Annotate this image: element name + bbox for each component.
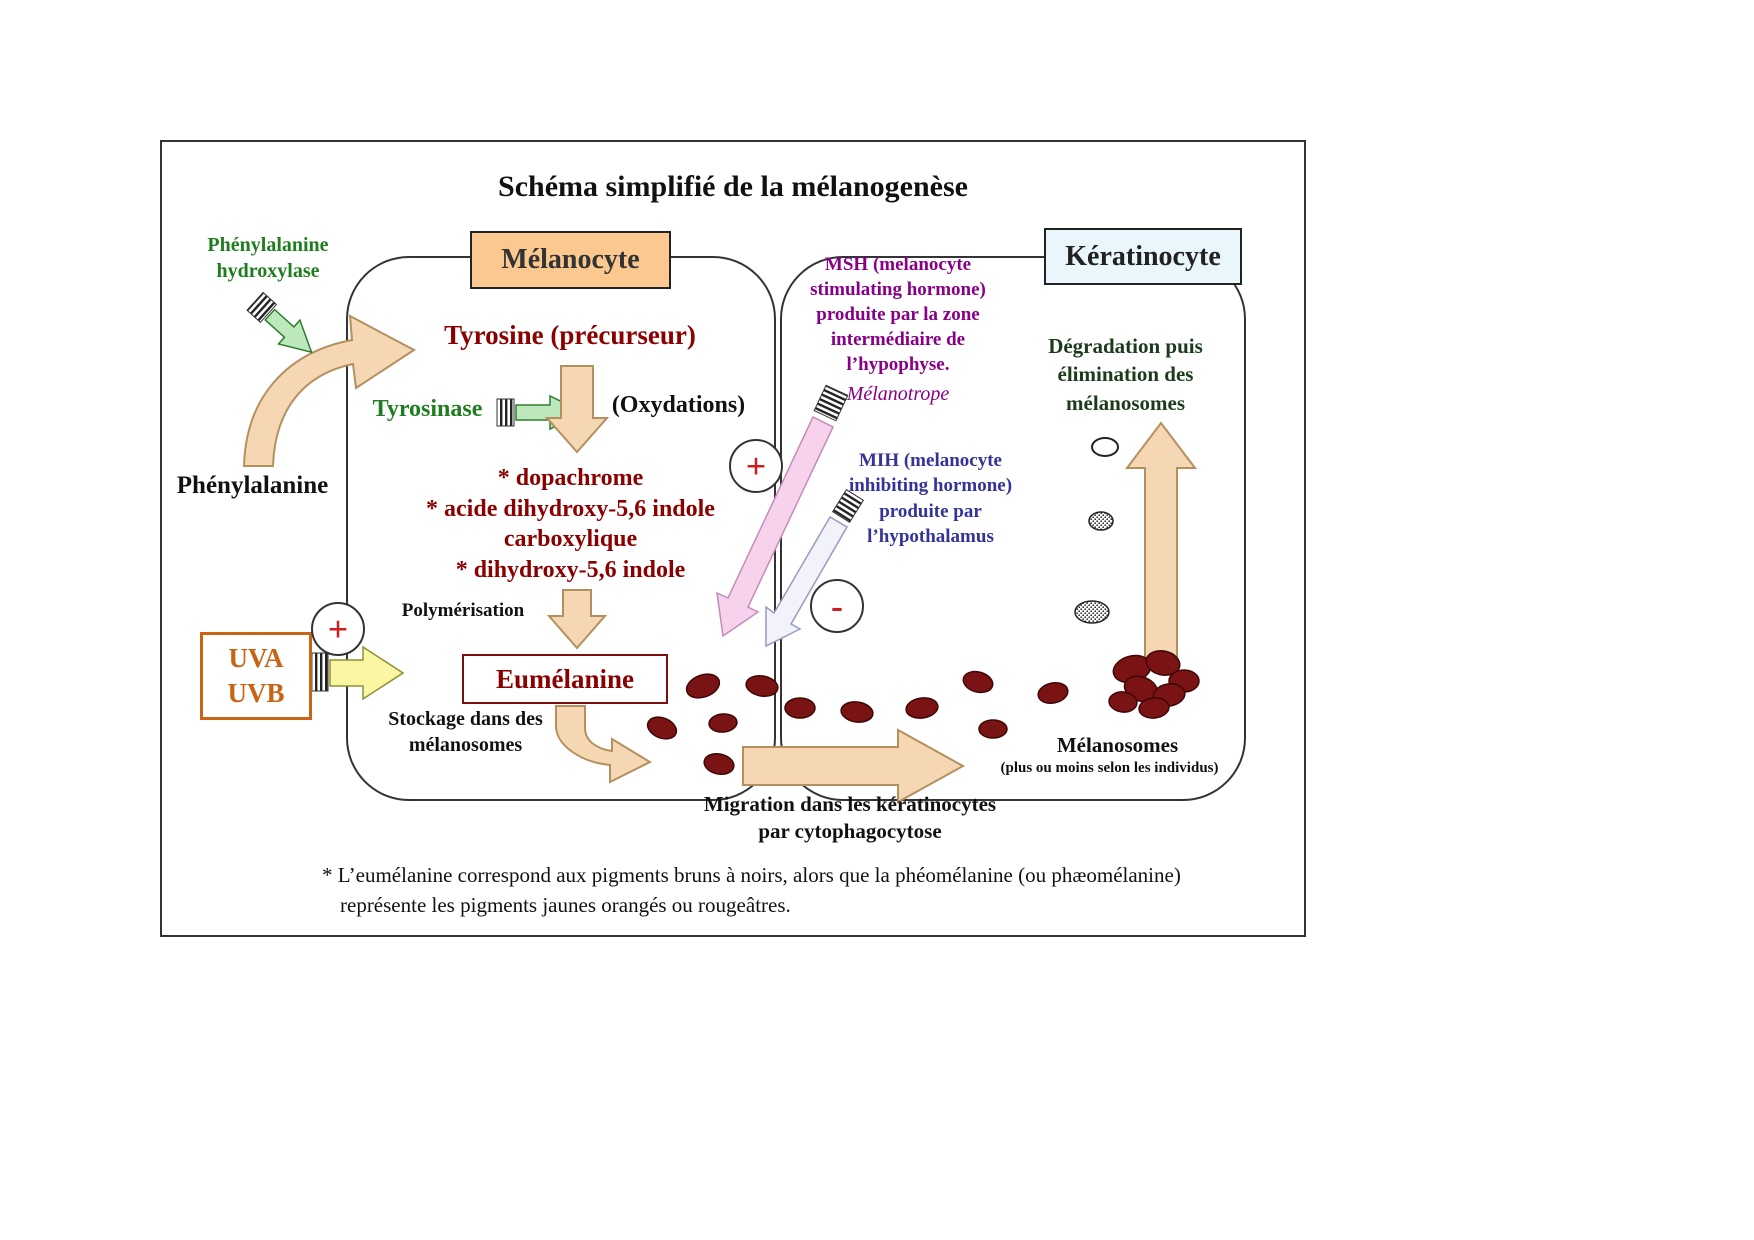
eumelanine-box: Eumélanine [462, 654, 668, 704]
uv-arrow [310, 645, 405, 701]
msh-arrow [716, 384, 849, 638]
diagram-title: Schéma simplifié de la mélanogenèse [498, 170, 968, 203]
msh-source-label: Mélanotrope [846, 383, 950, 405]
footnote-line2: représente les pigments jaunes orangés o… [340, 893, 791, 917]
uv-plus-sign: + [311, 602, 365, 656]
phenylalanine-hydroxylase-label: Phénylalanine hydroxylase [207, 234, 329, 282]
mih-arrow [765, 488, 865, 648]
degraded-melanosome-icons [1074, 437, 1119, 624]
melanosomes-note: (plus ou moins selon les individus) [1000, 760, 1219, 776]
polymerisation-down-arrow [546, 589, 608, 650]
melanosome-blobs [646, 670, 1069, 776]
uv-box: UVA UVB [200, 632, 312, 720]
oxydation-down-arrow [544, 365, 610, 454]
polymerisation-label: Polymérisation [401, 600, 525, 621]
migration-label: Migration dans les kératinocytes par cyt… [703, 792, 997, 843]
mih-label: MIH (melanocyte inhibiting hormone) prod… [848, 450, 1013, 547]
degradation-up-arrow [1124, 421, 1198, 659]
stockage-label: Stockage dans des mélanosomes [388, 708, 543, 756]
phenylalanine-hydroxylase-arrow [246, 291, 313, 354]
oxydations-label: (Oxydations) [611, 392, 746, 418]
melanosomes-label: Mélanosomes [1056, 733, 1179, 757]
mih-minus-sign: - [810, 579, 864, 633]
intermediates-list: * dopachrome * acide dihydroxy-5,6 indol… [426, 465, 715, 584]
degraded-melanosome-stippled-small-icon [1088, 511, 1114, 531]
melanocyte-label-box: Mélanocyte [470, 231, 671, 289]
degraded-melanosome-outline-icon [1091, 437, 1119, 457]
phenylalanine-label: Phénylalanine [176, 472, 329, 499]
keratinocyte-label-box: Kératinocyte [1044, 228, 1242, 285]
msh-label: MSH (melanocyte stimulating hormone) pro… [810, 254, 986, 376]
tyrosinase-label: Tyrosinase [372, 396, 483, 422]
degradation-label: Dégradation puis élimination des mélanos… [1048, 334, 1203, 415]
phenylalanine-pathway-arrow [242, 314, 416, 467]
tyrosine-label: Tyrosine (précurseur) [444, 320, 696, 350]
melanosome-cluster [1108, 649, 1200, 719]
footnote-line1: * L’eumélanine correspond aux pigments b… [322, 863, 1181, 887]
msh-plus-sign: + [729, 439, 783, 493]
stockage-curved-arrow [555, 705, 653, 784]
migration-arrow [742, 728, 966, 804]
degraded-melanosome-stippled-large-icon [1074, 600, 1110, 624]
